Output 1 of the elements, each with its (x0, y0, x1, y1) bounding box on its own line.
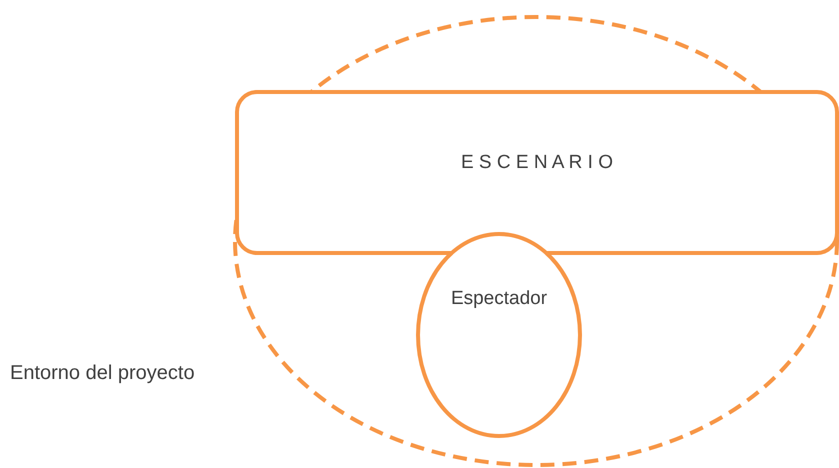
boundary-label: Entorno del proyecto (10, 362, 195, 385)
